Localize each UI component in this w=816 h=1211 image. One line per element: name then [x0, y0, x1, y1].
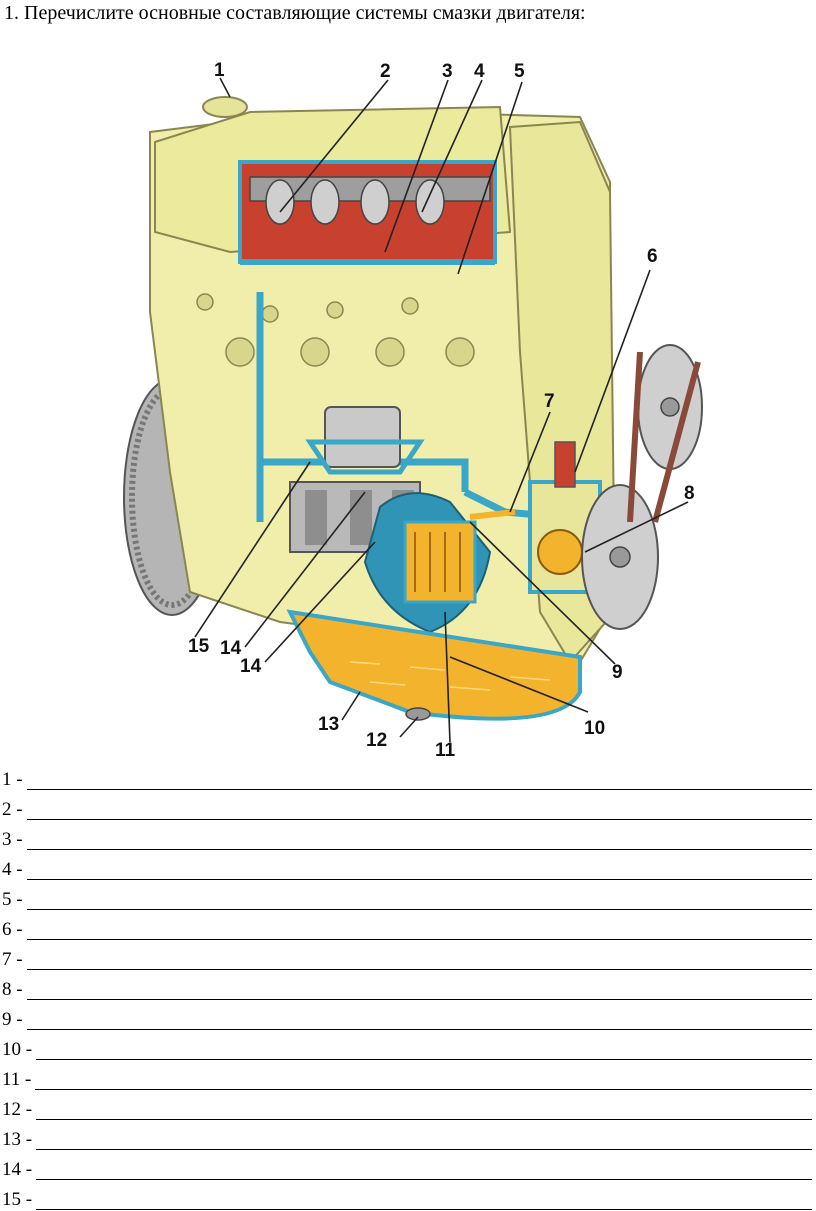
engine-lubrication-diagram: 1 2 3 4 5 6 7 8 9 10 11 12 13 14 14 15	[110, 52, 710, 762]
answer-label: 1 -	[2, 769, 23, 790]
callout-1: 1	[214, 60, 225, 81]
callout-9: 9	[612, 662, 623, 683]
answer-blank[interactable]	[36, 1133, 812, 1150]
answer-label: 2 -	[2, 799, 23, 820]
answer-row-5: 5 -	[0, 880, 816, 910]
answer-label: 6 -	[2, 919, 23, 940]
callout-15: 15	[188, 636, 210, 657]
answer-blank[interactable]	[35, 1073, 812, 1090]
answer-row-7: 7 -	[0, 940, 816, 970]
answer-row-6: 6 -	[0, 910, 816, 940]
answer-label: 10 -	[2, 1039, 33, 1060]
answer-label: 11 -	[2, 1069, 32, 1090]
answer-label: 8 -	[2, 979, 23, 1000]
answer-label: 12 -	[2, 1099, 33, 1120]
callout-14a: 14	[220, 638, 242, 659]
callout-11: 11	[435, 740, 456, 761]
callout-12: 12	[366, 730, 387, 751]
answer-blank[interactable]	[26, 803, 812, 820]
answer-row-12: 12 -	[0, 1090, 816, 1120]
crank-pulley	[581, 484, 659, 630]
answer-blank[interactable]	[26, 773, 812, 790]
callout-13: 13	[318, 714, 339, 735]
answer-label: 7 -	[2, 949, 23, 970]
answer-row-10: 10 -	[0, 1030, 816, 1060]
answer-row-9: 9 -	[0, 1000, 816, 1030]
callout-3: 3	[442, 61, 453, 82]
callout-10: 10	[584, 718, 605, 739]
pump-pulley	[627, 344, 703, 523]
answer-blank[interactable]	[26, 863, 812, 880]
leader-lines	[194, 77, 689, 743]
answer-blank[interactable]	[36, 1193, 812, 1210]
answer-label: 9 -	[2, 1009, 23, 1030]
piston	[305, 406, 425, 475]
answer-row-8: 8 -	[0, 970, 816, 1000]
callout-7: 7	[544, 391, 555, 412]
answer-blank[interactable]	[26, 953, 812, 970]
callout-2: 2	[380, 61, 391, 82]
answer-label: 13 -	[2, 1129, 33, 1150]
oil-sump	[286, 609, 582, 721]
question-title: 1. Перечислите основные составляющие сис…	[4, 2, 586, 24]
answer-row-11: 11 -	[0, 1060, 816, 1090]
answer-blank[interactable]	[26, 923, 812, 940]
callout-5: 5	[514, 61, 525, 82]
callout-14b: 14	[240, 656, 262, 677]
answer-label: 14 -	[2, 1159, 33, 1180]
answer-row-1: 1 -	[0, 760, 816, 790]
answer-row-13: 13 -	[0, 1120, 816, 1150]
callout-4: 4	[474, 61, 485, 82]
answer-row-2: 2 -	[0, 790, 816, 820]
answer-label: 5 -	[2, 889, 23, 910]
answer-row-3: 3 -	[0, 820, 816, 850]
answer-blank[interactable]	[26, 833, 812, 850]
answer-label: 15 -	[2, 1189, 33, 1210]
answer-blank[interactable]	[36, 1043, 812, 1060]
answer-blank[interactable]	[36, 1163, 812, 1180]
answer-blank[interactable]	[26, 983, 812, 1000]
answer-row-14: 14 -	[0, 1150, 816, 1180]
answer-blank[interactable]	[26, 1013, 812, 1030]
oil-filter	[363, 492, 492, 634]
answer-row-4: 4 -	[0, 850, 816, 880]
callout-8: 8	[684, 483, 695, 504]
answer-blank[interactable]	[26, 893, 812, 910]
answer-row-15: 15 -	[0, 1180, 816, 1210]
callout-6: 6	[647, 246, 658, 267]
answer-label: 4 -	[2, 859, 23, 880]
answer-label: 3 -	[2, 829, 23, 850]
camshaft-cutaway	[238, 160, 497, 265]
answer-blank[interactable]	[36, 1103, 812, 1120]
